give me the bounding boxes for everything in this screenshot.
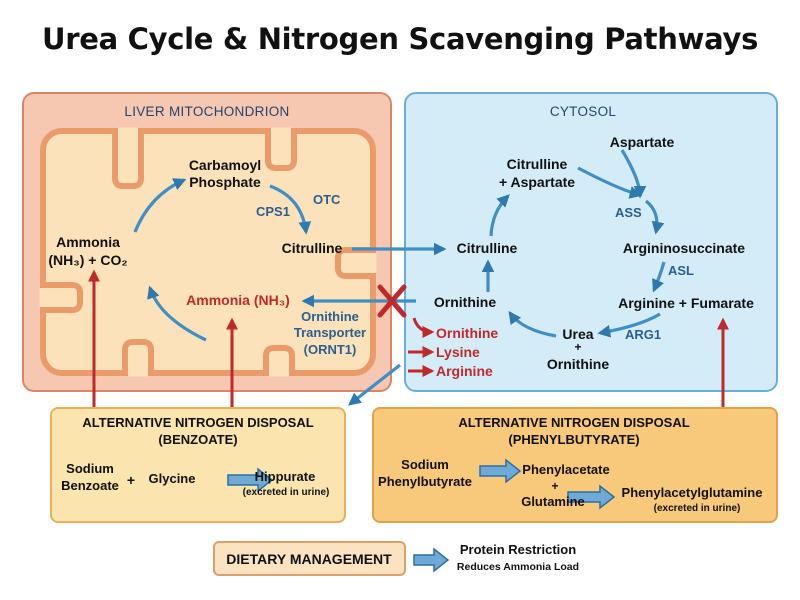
citrulline-aspartate-label-2: + Aspartate: [498, 174, 576, 190]
phenylacetate-reaction-arrow: [567, 484, 616, 510]
deficit-ornithine-label: Ornithine: [436, 325, 499, 341]
carbamoyl-phosphate-label-1: Carbamoyl: [188, 157, 262, 173]
phenylacetate-label: Phenylacetate: [522, 462, 610, 477]
urea-plus: +: [574, 340, 582, 354]
benzoate-header-1: ALTERNATIVE NITROGEN DISPOSAL: [82, 415, 314, 430]
dietary-management-box: [213, 541, 406, 576]
aspartate-label: Aspartate: [609, 134, 675, 150]
phenylbutyrate-reaction-arrow: [479, 458, 522, 484]
sodium-benzoate-label-1: Sodium: [66, 461, 114, 476]
diet-result-arrow: [413, 547, 450, 573]
glycine-label: Glycine: [148, 471, 196, 486]
deficit-lysine-label: Lysine: [436, 344, 480, 360]
mito-citrulline-label: Citrulline: [281, 240, 343, 256]
cyto-ornithine-label: Ornithine: [433, 294, 497, 310]
phenylbutyrate-panel: [372, 407, 778, 523]
cyto-citrulline-label: Citrulline: [456, 240, 518, 256]
sodium-benzoate-label-2: Benzoate: [61, 478, 119, 493]
mitochondrion-label: LIVER MITOCHONDRION: [124, 104, 290, 119]
urea-ornithine-label: Ornithine: [546, 356, 610, 372]
ammonia-co2-label-1: Ammonia: [56, 234, 120, 250]
hippurate-label: Hippurate: [254, 469, 316, 484]
sodium-phenylbutyrate-label-2: Phenylbutyrate: [378, 474, 472, 489]
mito-ammonia-label: Ammonia (NH₃): [186, 292, 290, 308]
benzoate-plus: +: [126, 472, 136, 488]
phenylbutyrate-header-1: ALTERNATIVE NITROGEN DISPOSAL: [458, 415, 690, 430]
enzyme-ass: ASS: [615, 205, 642, 220]
phenylbutyrate-plus: +: [551, 479, 559, 493]
carbamoyl-phosphate-label-2: Phosphate: [189, 174, 261, 190]
protein-restriction-label: Protein Restriction: [459, 542, 577, 557]
mitochondrial-matrix: [40, 128, 376, 376]
benzoate-panel: [50, 407, 346, 523]
ornt1-label-1: Ornithine: [301, 309, 359, 324]
enzyme-cps1: CPS1: [256, 204, 290, 219]
citrulline-aspartate-label-1: Citrulline: [506, 156, 568, 172]
cristae: [43, 131, 373, 373]
diagram-title: Urea Cycle & Nitrogen Scavenging Pathway…: [41, 22, 759, 56]
phenylacetylglutamine-label: Phenylacetylglutamine: [621, 485, 763, 500]
cytosol-label: CYTOSOL: [549, 104, 617, 119]
sodium-phenylbutyrate-label-1: Sodium: [401, 457, 449, 472]
reduces-ammonia-note: Reduces Ammonia Load: [456, 561, 580, 573]
enzyme-asl: ASL: [668, 263, 694, 278]
deficit-arginine-label: Arginine: [436, 363, 493, 379]
dietary-management-label: DIETARY MANAGEMENT: [226, 551, 392, 567]
argininosuccinate-label: Argininosuccinate: [622, 240, 746, 256]
ornt1-label-2: Transporter: [293, 325, 367, 340]
ammonia-co2-label-2: (NH₃) + CO₂: [48, 252, 128, 268]
cytosol-compartment: [404, 92, 778, 392]
benzoate-reaction-arrow: [227, 467, 274, 493]
phenylbutyrate-header-2: (PHENYLBUTYRATE): [508, 432, 640, 447]
benzoate-header-2: (BENZOATE): [158, 432, 238, 447]
enzyme-arg1: ARG1: [625, 327, 662, 342]
enzyme-otc: OTC: [313, 192, 341, 207]
arginine-fumarate-label: Arginine + Fumarate: [618, 295, 754, 311]
glutamine-label: Glutamine: [521, 494, 585, 509]
urea-label: Urea: [562, 326, 594, 342]
phenylacetylglutamine-excretion-note: (excreted in urine): [653, 503, 741, 514]
ornt1-label-3: (ORNT1): [303, 342, 357, 357]
hippurate-excretion-note: (excreted in urine): [242, 487, 330, 498]
